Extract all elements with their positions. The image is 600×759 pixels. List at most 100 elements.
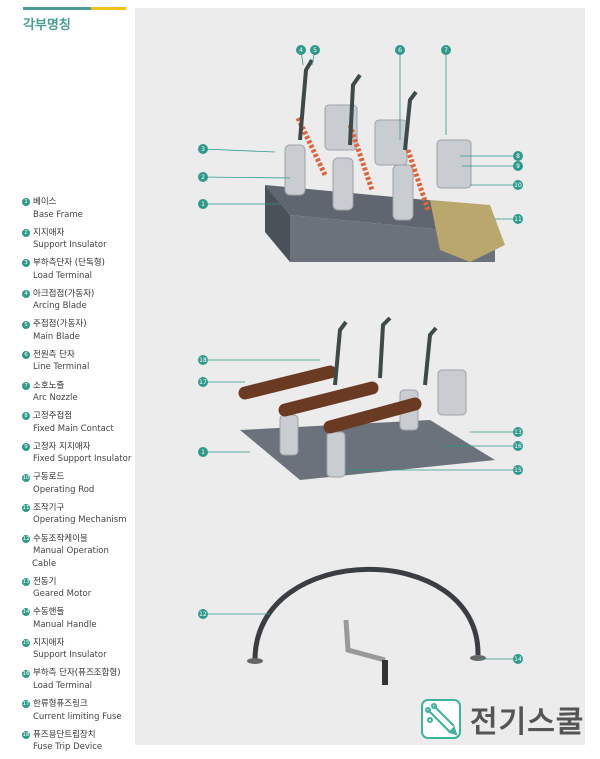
callout-number: 14 [514,656,522,663]
legend-label-ko: 부하측단자 (단독형) [33,258,105,269]
callout-c11: 11 [495,214,523,224]
number-badge: 16 [22,669,30,678]
number-badge: 11 [22,504,30,513]
number-badge: 18 [22,730,30,739]
header-bar-yellow [91,7,126,10]
legend-label-en: Line Terminal [33,362,90,373]
legend-label-ko: 구동로드 [33,472,65,483]
callout-number: 4 [299,47,303,54]
number-badge: 12 [22,534,30,543]
legend-label-en: Current limiting Fuse [33,711,122,722]
number-badge: 5 [22,320,30,329]
callout-c8: 8 [460,151,523,161]
callout-number: 12 [199,611,207,618]
legend-label-en: Arcing Blade [33,301,87,312]
callout-number: 15 [514,467,522,474]
legend-label-ko: 고정주접점 [33,411,73,422]
number-badge: 4 [22,290,30,299]
number-badge: 2 [22,228,30,237]
legend-label-ko: 한류형퓨즈링크 [33,699,88,709]
legend-label-ko: 부하측 단자(퓨즈조합형) [33,668,121,679]
page-title: 각부명칭 [23,18,71,33]
callout-c1: 1 [198,199,280,209]
callout-d1: 1 [198,447,250,457]
callout-d13: 13 [470,427,523,437]
legend-label-ko: 전원측 단자 [33,349,75,360]
callout-number: 1 [201,449,205,456]
legend-label-ko: 베이스 [33,197,57,207]
load-break-switch-illustration [265,58,505,262]
callout-number: 8 [516,153,520,160]
legend-label-ko: 아크접점(가동자) [33,288,95,299]
callout-e14: 14 [478,654,523,664]
callout-e12: 12 [198,609,270,619]
callout-d16: 16 [440,441,523,451]
callout-c7: 7 [441,45,451,135]
callout-d15: 15 [345,465,523,475]
callout-number: 17 [199,379,207,386]
callout-c6: 6 [395,45,405,140]
callout-c4: 4 [296,45,306,66]
logo: 전기스쿨 [420,697,584,741]
fuse-combination-switch-illustration [238,316,495,480]
callout-number: 7 [444,47,448,54]
callout-c5: 5 [310,45,320,66]
number-badge: 14 [22,608,30,617]
number-badge: 9 [22,443,30,451]
callout-number: 10 [514,182,522,189]
callout-c10: 10 [470,180,523,190]
number-badge: 10 [22,473,30,482]
legend-label-en: Arc Nozzle [33,393,78,404]
manual-cable-handle-illustration [247,566,486,685]
number-badge: 3 [22,259,30,268]
callout-number: 2 [201,174,205,181]
callout-number: 13 [514,429,522,436]
legend-label-en: Operating Rod [33,484,95,495]
legend-label-ko: 지지애자 [33,227,65,238]
legend-label-ko: 수동조작케이블 [33,533,88,544]
legend-label-en: Operating Mechanism [33,515,127,526]
callout-c3: 3 [198,144,276,154]
number-badge: 6 [22,351,30,360]
callout-number: 3 [201,146,205,153]
callout-c9: 9 [462,161,523,171]
callout-d17: 17 [198,377,245,387]
legend-label-en: Main Blade [33,331,81,342]
legend-label-en: Fixed Main Contact [33,423,114,434]
legend-label-en: Load Terminal [33,270,93,281]
legend-label-ko: 수동핸들 [33,607,65,618]
illustration-panel [135,8,585,745]
legend-label-en: Support Insulator [33,240,107,251]
callout-number: 5 [313,47,317,54]
number-badge: 13 [22,577,30,586]
legend-label-ko: 전동기 [33,576,57,587]
legend-label-en: Manual Operation [33,546,109,557]
callout-number: 11 [514,216,522,223]
